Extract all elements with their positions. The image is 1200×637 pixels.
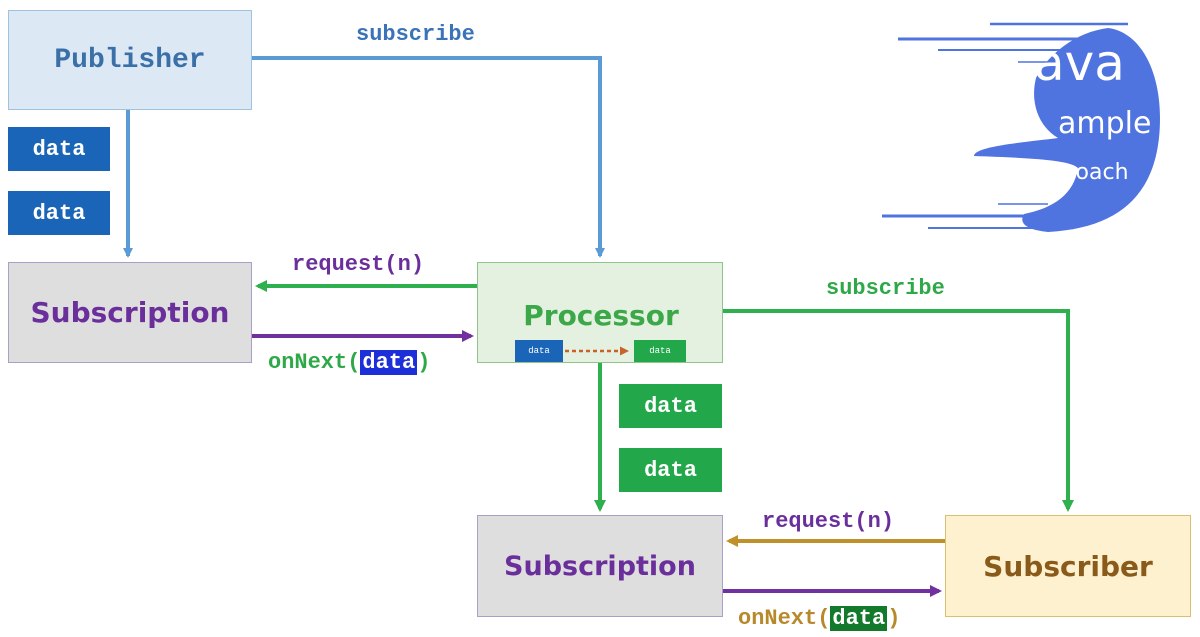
onnext-top-suffix: ) xyxy=(417,350,431,375)
processor-data-chip: data xyxy=(619,448,722,492)
publisher-node: Publisher xyxy=(8,10,252,110)
edge-label-subscribe-processor: subscribe xyxy=(826,276,945,301)
edge-label-request-top: request(n) xyxy=(292,252,425,277)
subscriber-label: Subscriber xyxy=(983,549,1153,583)
onnext-bottom-suffix: ) xyxy=(887,606,901,631)
arrow-publisher-subscribe xyxy=(252,56,605,258)
subscription-bottom-label: Subscription xyxy=(504,550,696,582)
processor-inner-data-in: data xyxy=(515,340,563,362)
processor-node: Processor data data xyxy=(477,262,723,363)
onnext-bottom-value: data xyxy=(830,606,888,631)
logo-text-roach: roach xyxy=(1067,160,1129,185)
onnext-bottom-prefix: onNext( xyxy=(738,606,831,631)
subscriber-node: Subscriber xyxy=(945,515,1191,617)
publisher-label: Publisher xyxy=(54,44,206,76)
onnext-top-value: data xyxy=(360,350,418,375)
logo-text-ava: ava xyxy=(1034,34,1125,92)
edge-label-onnext-top: onNext(data) xyxy=(268,350,430,375)
processor-inner-data-out: data xyxy=(634,340,686,362)
edge-label-onnext-bottom: onNext(data) xyxy=(738,606,900,631)
onnext-top-prefix: onNext( xyxy=(268,350,361,375)
logo-text-app: app xyxy=(980,153,1060,202)
logo-graphic xyxy=(882,22,1160,232)
publisher-data-chip: data xyxy=(8,127,110,171)
edge-label-subscribe-publisher: subscribe xyxy=(356,22,475,47)
logo-text-ample: ample xyxy=(1058,106,1152,141)
subscription-node-top: Subscription xyxy=(8,262,252,363)
edge-label-request-bottom: request(n) xyxy=(762,509,895,534)
subscription-node-bottom: Subscription xyxy=(477,515,723,617)
processor-data-chip: data xyxy=(619,384,722,428)
processor-transform-arrow xyxy=(565,346,629,356)
processor-label: Processor xyxy=(523,299,679,332)
arrow-processor-subscribe xyxy=(723,309,1074,512)
subscription-top-label: Subscription xyxy=(30,296,230,329)
publisher-data-chip: data xyxy=(8,191,110,235)
